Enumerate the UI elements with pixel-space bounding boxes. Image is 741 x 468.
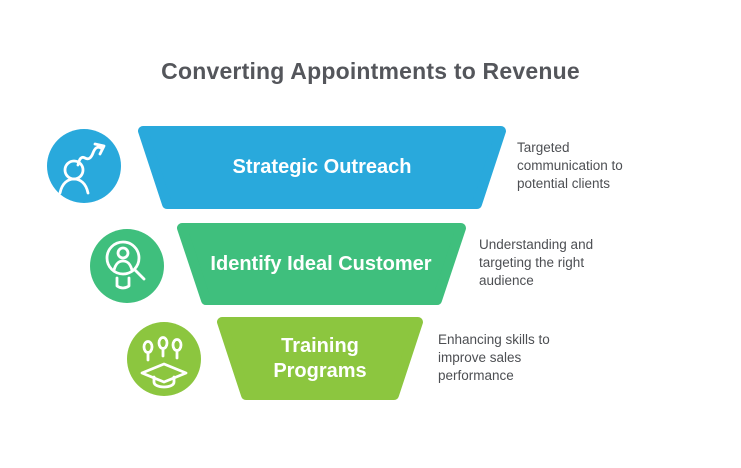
graduation-cap-icon [140, 336, 188, 389]
page-title: Converting Appointments to Revenue [161, 58, 580, 84]
stage-2-icon-badge [90, 229, 164, 303]
funnel-stage-3-shape [217, 317, 423, 400]
stage-3-icon-badge [127, 322, 201, 396]
stage-1-label: Strategic Outreach [232, 156, 412, 178]
stage-3-label: Training Programs [273, 334, 367, 382]
stage-3-description: Enhancing skills to improve sales perfor… [438, 332, 550, 384]
stage-2-description: Understanding and targeting the right au… [479, 237, 594, 289]
funnel-stage-2-shape [177, 223, 466, 305]
stage-2-label: Identify Ideal Customer [210, 252, 432, 275]
funnel-stage-1-shape [138, 126, 506, 209]
person-growth-arrow-icon [58, 142, 106, 195]
stage-1-icon-badge [47, 129, 121, 203]
stage-1-description: Targeted communication to potential clie… [517, 140, 623, 192]
magnifier-customer-icon [105, 240, 146, 290]
